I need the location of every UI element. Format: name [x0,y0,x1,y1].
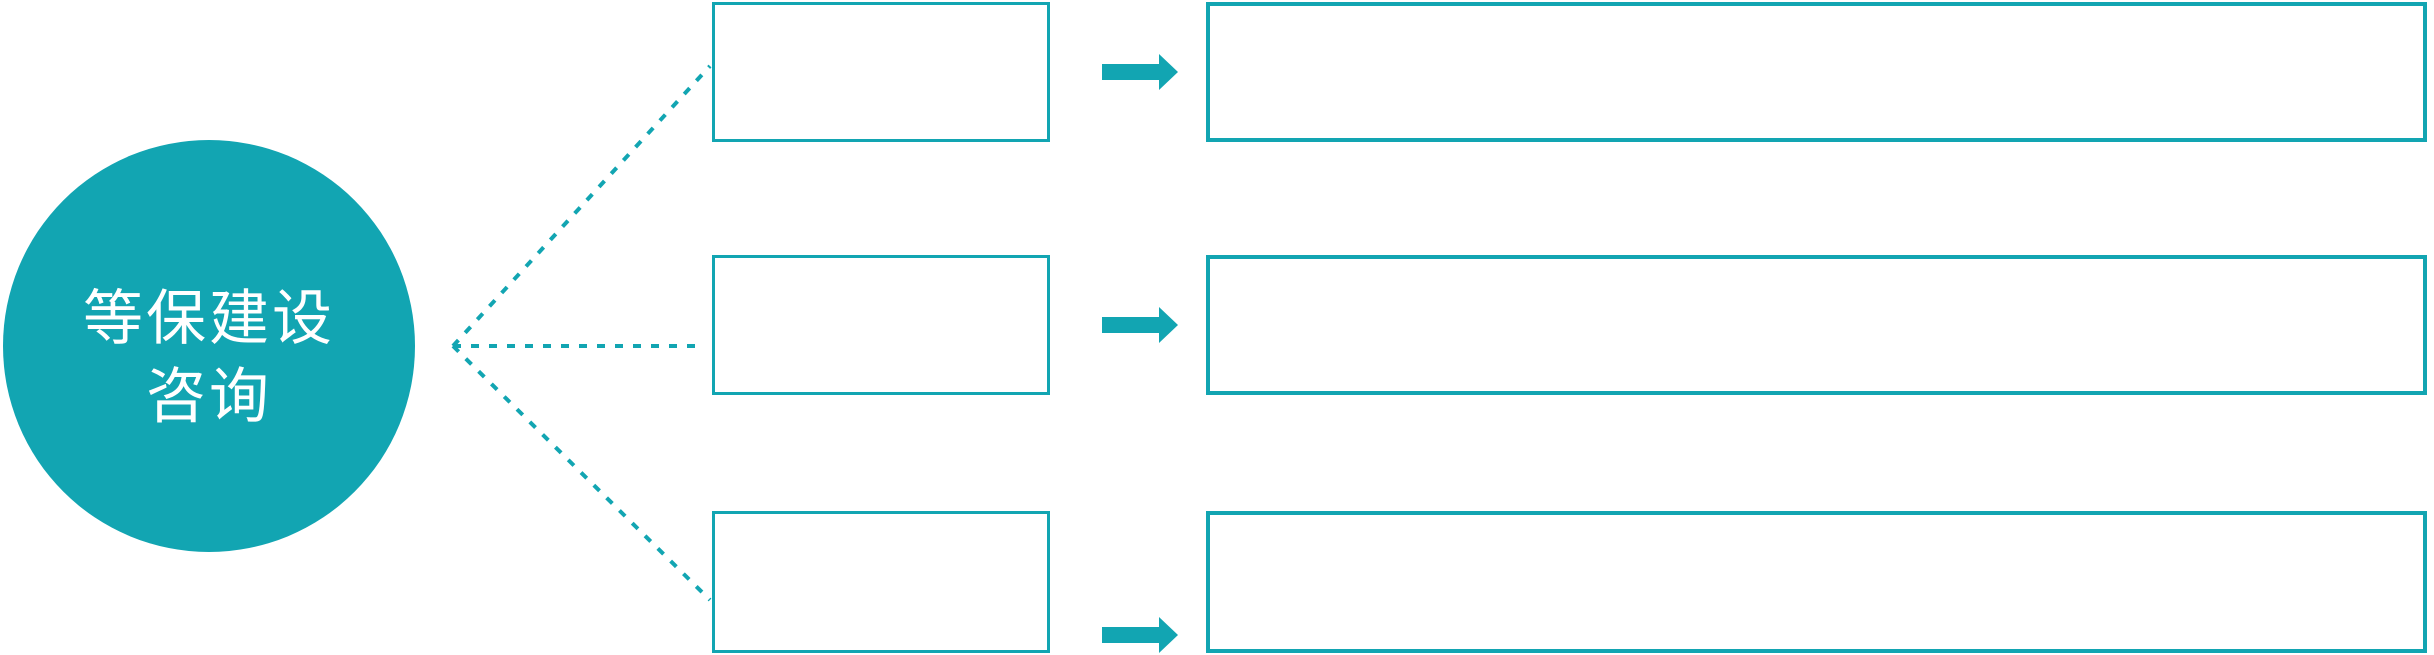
hub-label-line1: 等保建设 [83,284,335,354]
hub-label-line2: 咨询 [146,362,272,432]
target-box-3-text [1210,515,2423,649]
connector-line-bottom [451,344,712,602]
target-box-1 [1206,2,2427,142]
arrow-right-icon [1102,307,1178,343]
target-box-1-text [1210,6,2423,138]
arrow-right-icon [1102,54,1178,90]
arrow-right-shape [1102,307,1178,343]
hub-label: 等保建设 咨询 [83,280,335,436]
source-box-2-text [715,258,1047,392]
connector-line-top [451,64,712,348]
hub-circle: 等保建设 咨询 [3,140,415,552]
arrow-right-shape [1102,617,1178,653]
source-box-3-text [715,514,1047,650]
target-box-3 [1206,511,2427,653]
target-box-2-text [1210,259,2423,391]
source-box-2 [712,255,1050,395]
source-box-1 [712,2,1050,142]
arrow-right-icon [1102,617,1178,653]
source-box-3 [712,511,1050,653]
target-box-2 [1206,255,2427,395]
arrow-right-shape [1102,54,1178,90]
source-box-1-text [715,5,1047,139]
